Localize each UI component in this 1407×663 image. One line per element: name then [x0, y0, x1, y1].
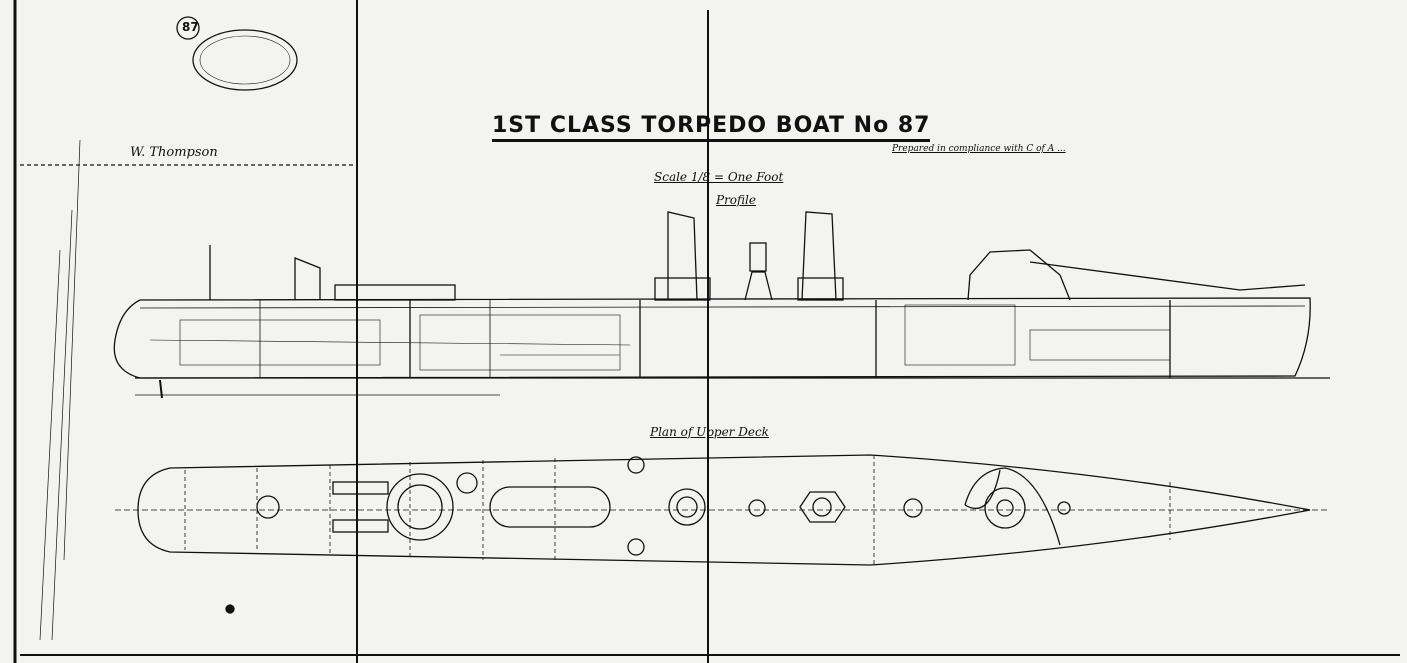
profile-label: Profile: [716, 193, 756, 207]
margin-notes: [39, 139, 81, 641]
scale-label: Scale 1/8 = One Foot: [654, 170, 784, 184]
deck-plan-label: Plan of Upper Deck: [650, 425, 769, 439]
registry-stamp: [192, 29, 298, 91]
signature: W. Thompson: [130, 145, 218, 160]
stamp-number: 87: [182, 20, 199, 34]
compliance-note: Prepared in compliance with C of A ...: [892, 144, 1066, 154]
deck-plan-view: [115, 454, 1330, 614]
profile-view: [113, 211, 1330, 399]
drawing-title: 1ST CLASS TORPEDO BOAT No 87: [492, 113, 931, 142]
